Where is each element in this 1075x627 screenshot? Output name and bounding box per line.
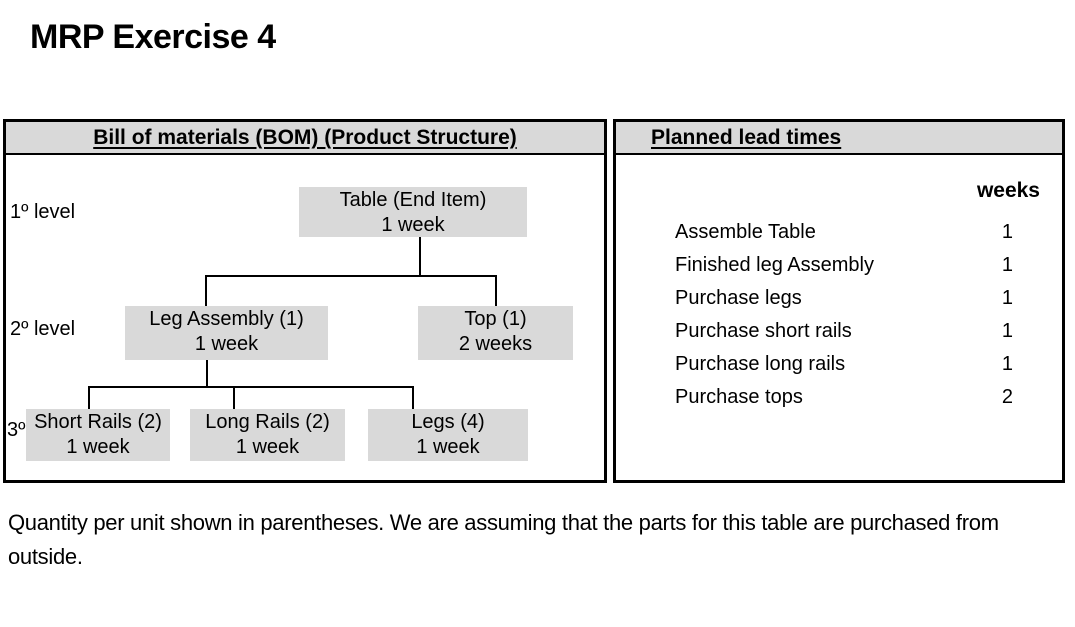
- node-lead-time: 2 weeks: [458, 333, 533, 355]
- level-1-label: 1º level: [10, 201, 76, 223]
- connector-level2-horizontal: [205, 275, 497, 277]
- lead-time-item: Purchase legs: [675, 287, 802, 309]
- lead-time-item: Purchase long rails: [675, 353, 846, 375]
- lead-time-value: 1: [1001, 287, 1013, 309]
- connector-to-legs: [412, 386, 414, 409]
- lead-times-body: weeks Assemble Table 1 Finished leg Asse…: [616, 155, 1062, 481]
- node-name: Table (End Item): [339, 189, 487, 211]
- lead-time-value: 1: [1001, 254, 1013, 276]
- page-title: MRP Exercise 4: [30, 18, 276, 56]
- connector-to-long-rails: [233, 386, 235, 409]
- node-lead-time: 1 week: [381, 214, 445, 236]
- lead-time-item: Assemble Table: [675, 221, 816, 243]
- connector-table-down: [419, 236, 421, 276]
- node-short-rails: Short Rails (2) 1 week: [26, 409, 170, 461]
- node-lead-time: 1 week: [235, 436, 300, 458]
- node-name: Long Rails (2): [205, 411, 330, 433]
- node-top: Top (1) 2 weeks: [418, 306, 573, 360]
- weeks-column-header: weeks: [976, 179, 1040, 202]
- lead-times-table: Assemble Table 1 Finished leg Assembly 1…: [675, 221, 1013, 419]
- node-name: Legs (4): [411, 411, 485, 433]
- level-3-label: 3º: [7, 419, 26, 441]
- node-lead-time: 1 week: [194, 333, 259, 355]
- connector-level3-horizontal: [88, 386, 414, 388]
- lead-time-value: 1: [1001, 221, 1013, 243]
- bom-panel-header: Bill of materials (BOM) (Product Structu…: [6, 122, 604, 155]
- node-legs: Legs (4) 1 week: [368, 409, 528, 461]
- lead-time-item: Purchase tops: [675, 386, 803, 408]
- footnote-text: Quantity per unit shown in parentheses. …: [8, 510, 999, 569]
- connector-to-top: [495, 275, 497, 306]
- lead-times-panel-header: Planned lead times: [616, 122, 1062, 155]
- lead-time-value: 2: [1001, 386, 1013, 408]
- connector-to-leg-assembly: [205, 275, 207, 306]
- table-row: Purchase tops 2: [675, 386, 1013, 419]
- node-lead-time: 1 week: [416, 436, 480, 458]
- level-2-label: 2º level: [10, 318, 76, 340]
- node-table-end-item: Table (End Item) 1 week: [299, 187, 527, 237]
- table-row: Purchase short rails 1: [675, 320, 1013, 353]
- lead-time-item: Purchase short rails: [675, 320, 852, 342]
- node-name: Short Rails (2): [34, 411, 162, 433]
- node-lead-time: 1 week: [66, 436, 130, 458]
- node-name: Top (1): [464, 308, 527, 330]
- connector-to-short-rails: [88, 386, 90, 409]
- connector-leg-assembly-down: [206, 360, 208, 387]
- bom-panel-title: Bill of materials (BOM) (Product Structu…: [93, 125, 517, 149]
- node-long-rails: Long Rails (2) 1 week: [190, 409, 345, 461]
- table-row: Purchase long rails 1: [675, 353, 1013, 386]
- node-leg-assembly: Leg Assembly (1) 1 week: [125, 306, 328, 360]
- bom-panel: Bill of materials (BOM) (Product Structu…: [3, 119, 607, 483]
- bom-tree: 1º level 2º level 3º Table (End Item) 1 …: [6, 155, 604, 481]
- lead-time-value: 1: [1001, 320, 1013, 342]
- node-name: Leg Assembly (1): [149, 308, 304, 330]
- table-row: Finished leg Assembly 1: [675, 254, 1013, 287]
- table-row: Assemble Table 1: [675, 221, 1013, 254]
- lead-time-value: 1: [1001, 353, 1013, 375]
- table-row: Purchase legs 1: [675, 287, 1013, 320]
- lead-time-item: Finished leg Assembly: [675, 254, 874, 276]
- lead-times-panel-title: Planned lead times: [651, 125, 842, 149]
- lead-times-panel: Planned lead times weeks Assemble Table …: [613, 119, 1065, 483]
